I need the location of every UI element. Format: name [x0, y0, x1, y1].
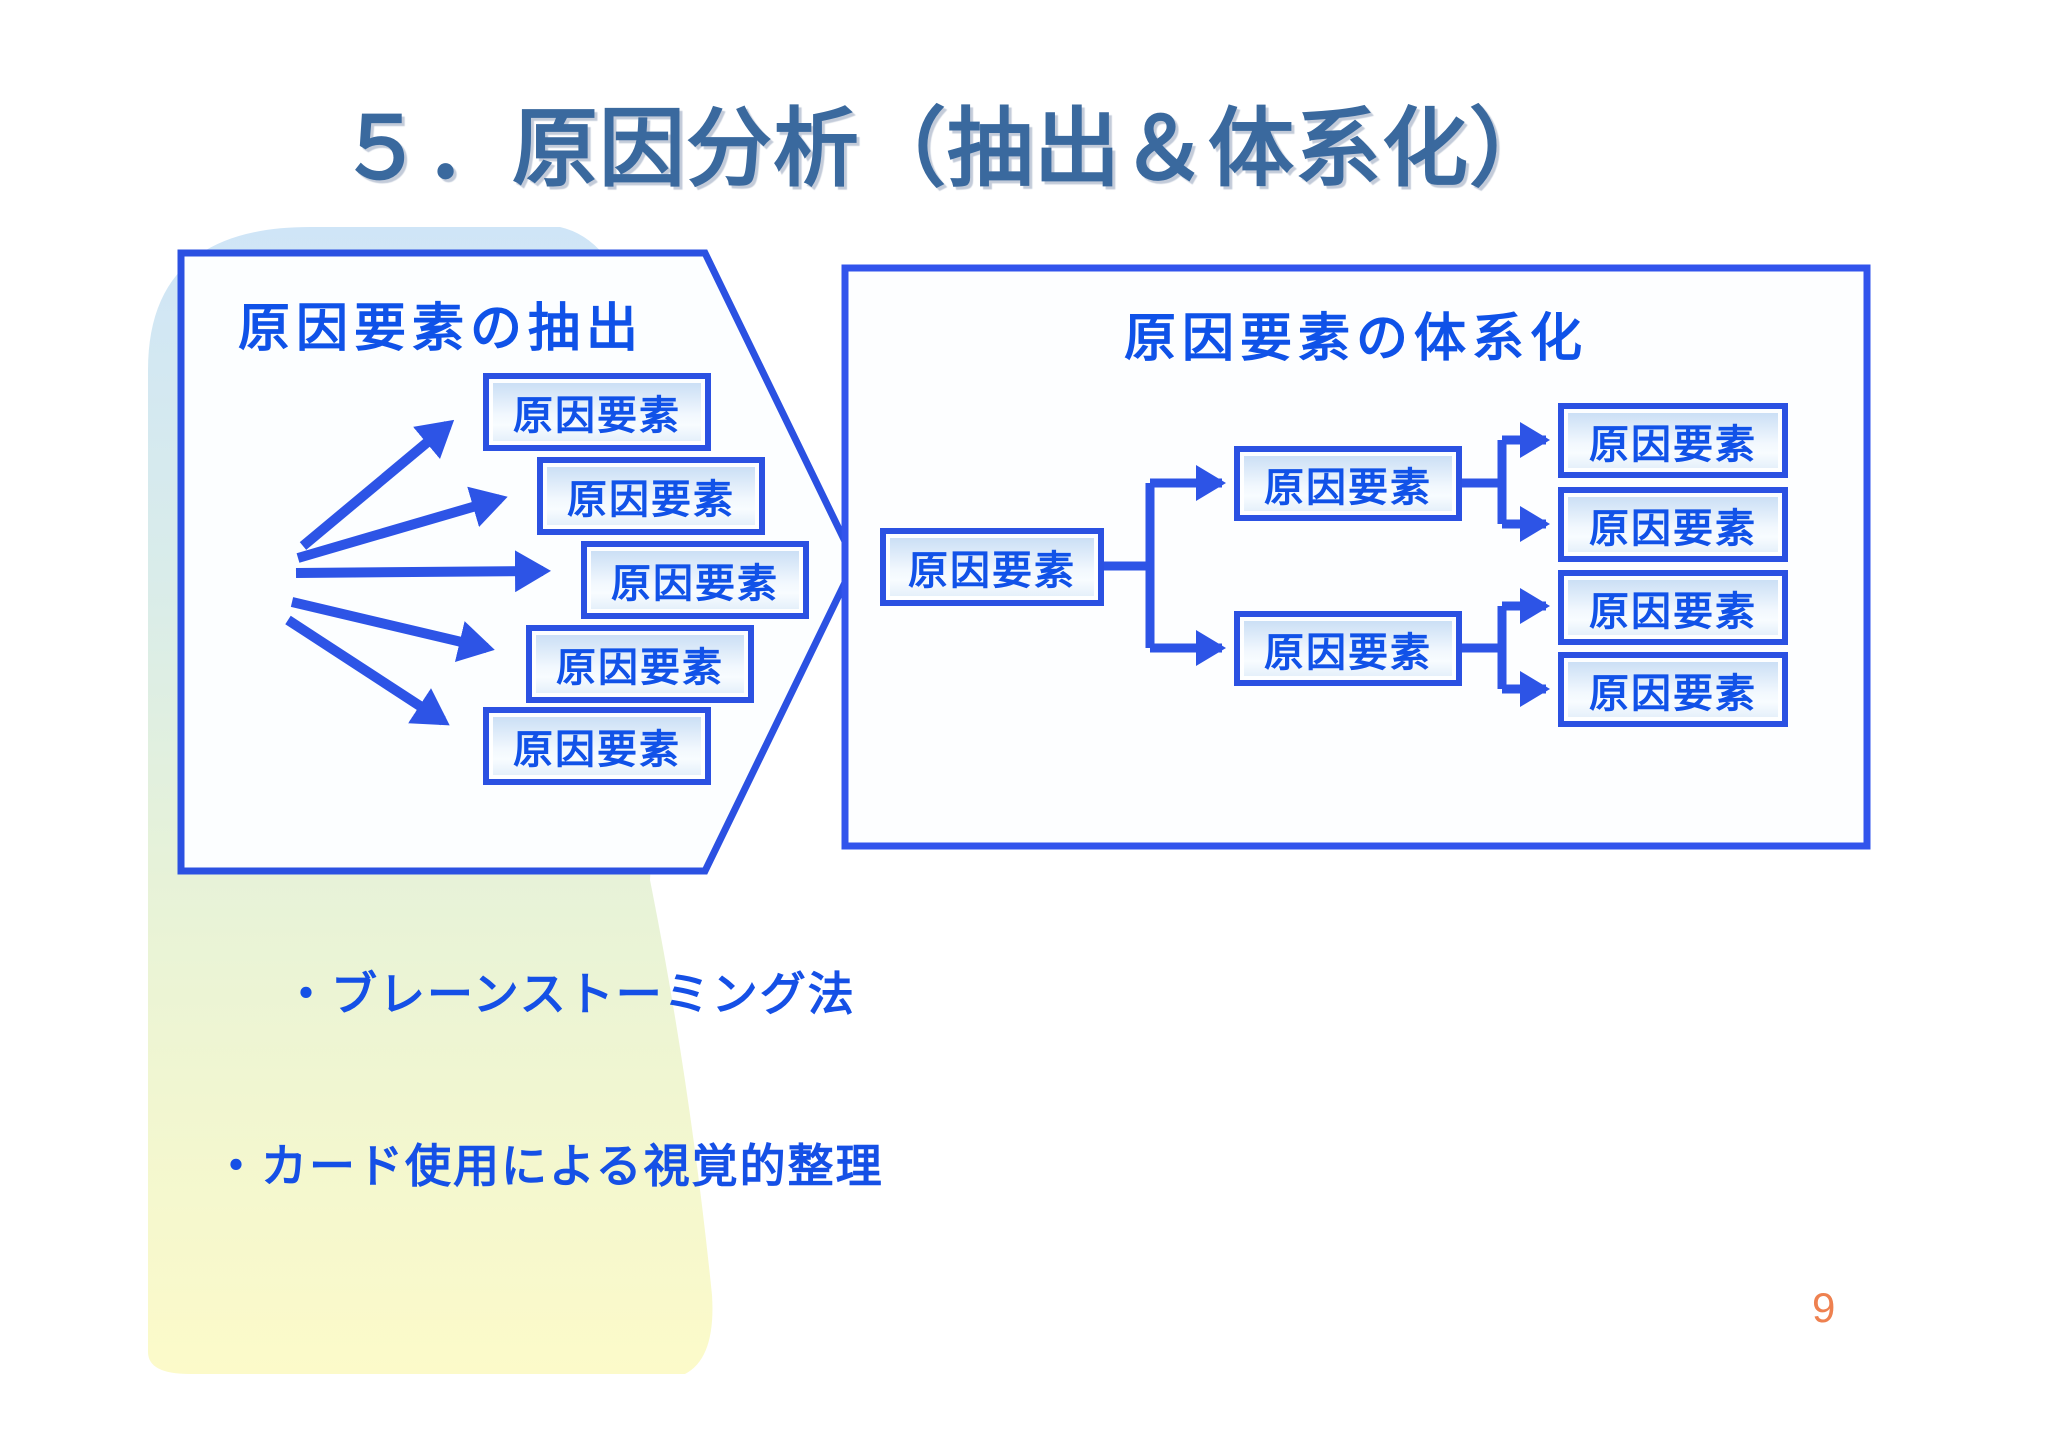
cause-box-leaf: 原因要素: [1558, 570, 1788, 645]
cause-box-branch: 原因要素: [1234, 611, 1462, 686]
fan-arrow: [285, 615, 450, 726]
left-panel-title: 原因要素の抽出: [238, 300, 645, 358]
fan-arrow: [296, 486, 508, 563]
cause-box: 原因要素: [537, 457, 765, 535]
cause-box-leaf: 原因要素: [1558, 403, 1788, 478]
tree-connectors: [1104, 422, 1550, 707]
fan-arrow: [299, 419, 455, 550]
cause-box: 原因要素: [581, 541, 809, 619]
slide-title: ５．原因分析（抽出＆体系化）: [338, 101, 1556, 197]
cause-box-branch: 原因要素: [1234, 446, 1462, 521]
cause-box-leaf: 原因要素: [1558, 652, 1788, 727]
fan-arrows: [285, 419, 551, 726]
cause-box: 原因要素: [526, 625, 754, 703]
fan-arrow: [290, 597, 495, 663]
fan-arrow: [295, 550, 551, 593]
bullet-card-organization: ・カード使用による視覚的整理: [213, 1140, 884, 1192]
cause-box-leaf: 原因要素: [1558, 487, 1788, 562]
bullet-brainstorming: ・ブレーンストーミング法: [283, 968, 856, 1020]
cause-box: 原因要素: [483, 707, 711, 785]
cause-box-root: 原因要素: [880, 528, 1104, 606]
page-number: 9: [1812, 1284, 1836, 1331]
cause-box: 原因要素: [483, 373, 711, 451]
right-panel-title: 原因要素の体系化: [1123, 310, 1588, 368]
